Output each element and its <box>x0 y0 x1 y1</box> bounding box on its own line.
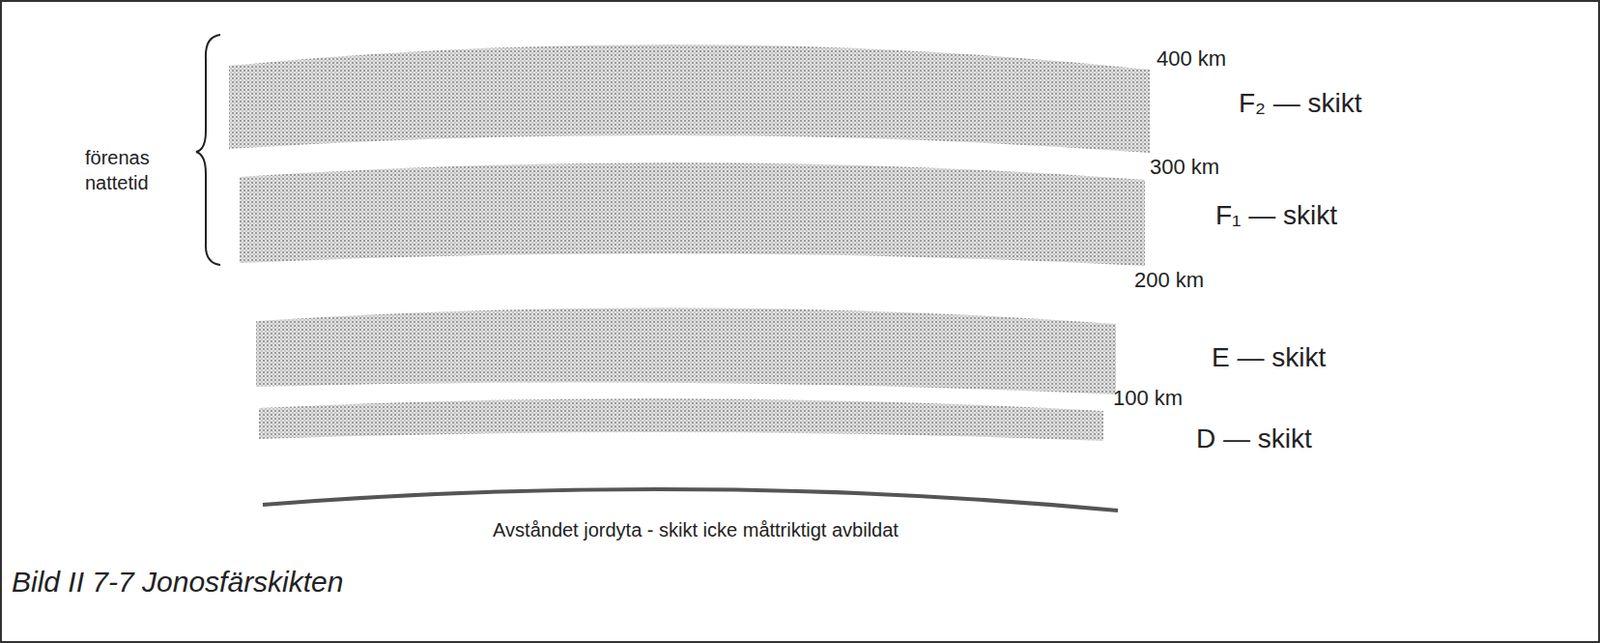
d-band <box>258 398 1104 441</box>
layer-name: F₁ — skikt <box>1215 199 1338 232</box>
altitude-mark: 200 km <box>1134 267 1204 293</box>
figure-caption: Bild II 7-7 Jonosfärskikten <box>11 564 344 600</box>
scale-note: Avståndet jordyta - skikt icke måttrikti… <box>492 517 899 542</box>
bracket-note: förenas nattetid <box>85 144 182 196</box>
f1-band <box>239 162 1145 266</box>
altitude-mark: 100 km <box>1113 385 1183 411</box>
altitude-mark: 400 km <box>1156 46 1227 72</box>
curly-bracket <box>196 34 221 265</box>
altitude-mark: 300 km <box>1149 154 1220 180</box>
layer-name: E — skikt <box>1211 341 1326 374</box>
f2-band <box>228 44 1150 153</box>
earth-surface <box>262 488 1118 511</box>
layer-name: D — skikt <box>1196 422 1313 456</box>
layer-name: F₂ — skikt <box>1238 86 1363 120</box>
e-band <box>256 307 1116 395</box>
